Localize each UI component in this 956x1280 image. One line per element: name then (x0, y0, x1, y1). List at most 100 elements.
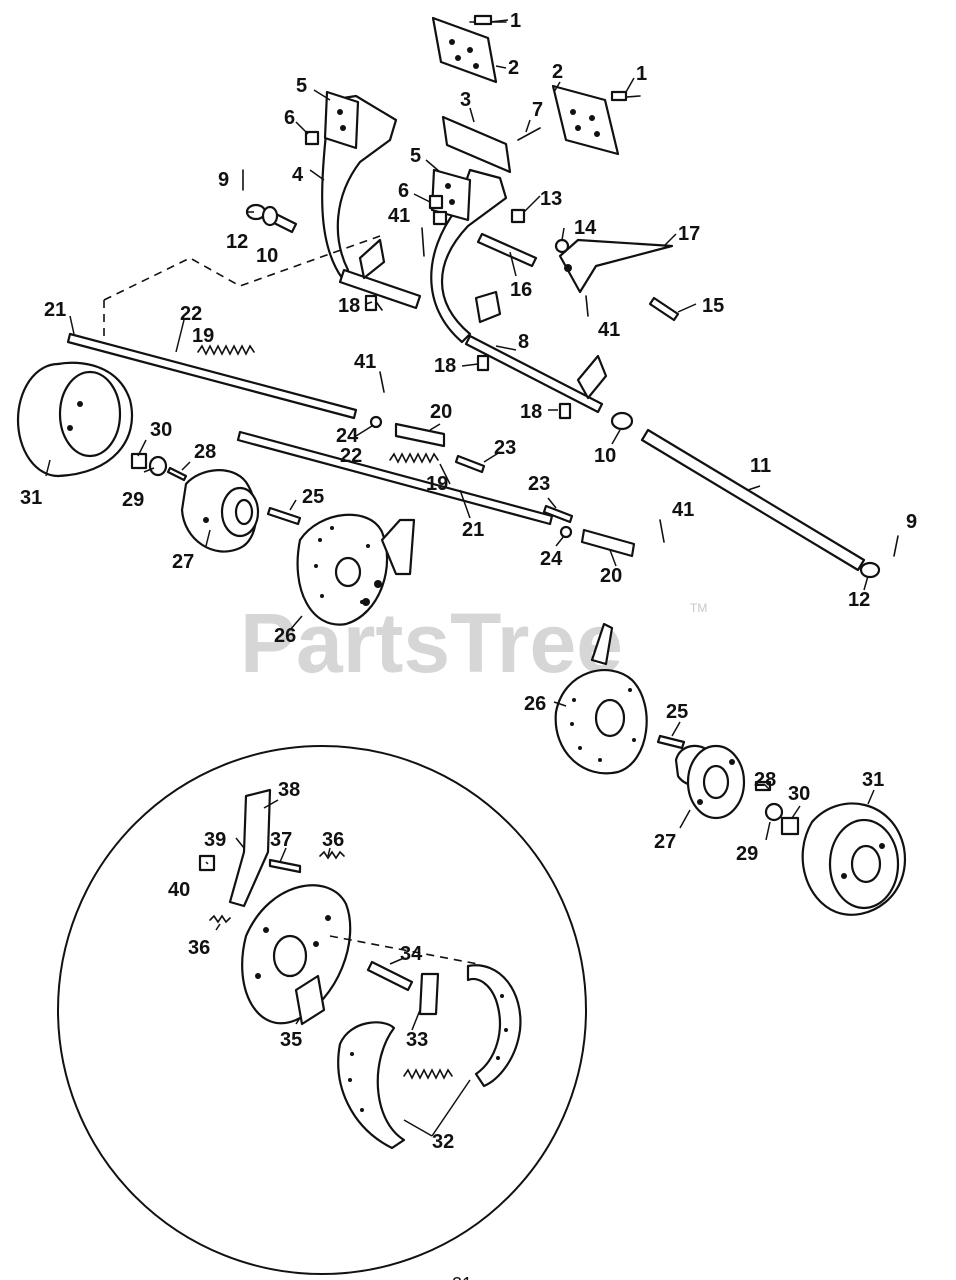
callout-41: 41 (598, 319, 620, 341)
callout-27: 27 (172, 551, 194, 573)
callout-32: 32 (432, 1131, 454, 1153)
callout-1: 1 (636, 63, 647, 85)
callout-15: 15 (702, 295, 724, 317)
callout-26: 26 (274, 625, 296, 647)
callout-18: 18 (434, 355, 456, 377)
callout-18: 18 (520, 401, 542, 423)
callout-38: 38 (278, 779, 300, 801)
bushing-10-right (610, 411, 634, 431)
shaft-11 (640, 428, 866, 572)
pedal-plate (441, 115, 512, 174)
callout-17: 17 (678, 223, 700, 245)
callout-18: 18 (338, 295, 360, 317)
spring-36-upper (319, 850, 345, 860)
key-28-left (166, 466, 188, 482)
bolt-15 (648, 296, 680, 322)
callout-39: 39 (204, 829, 226, 851)
callout-23: 23 (528, 473, 550, 495)
callout-27: 27 (654, 831, 676, 853)
callout-3: 3 (460, 89, 471, 111)
bolt-25-left (266, 506, 302, 526)
callout-25: 25 (302, 486, 324, 508)
pin-23-upper (454, 454, 486, 474)
pedal-pad-right (551, 84, 641, 156)
callout-28: 28 (194, 441, 216, 463)
callout-19: 19 (426, 473, 448, 495)
callout-41: 41 (354, 351, 376, 373)
shaft-16 (476, 232, 538, 268)
watermark-trademark: TM (690, 601, 707, 615)
rod-8 (464, 334, 604, 414)
nut-30-right (780, 816, 800, 836)
assembly-dashed-line (103, 235, 381, 301)
callout-29: 29 (122, 489, 144, 511)
callout-31: 31 (862, 769, 884, 791)
brake-rod-21-lower (236, 430, 554, 526)
callout-12: 12 (848, 589, 870, 611)
callout-2: 2 (508, 57, 519, 79)
callout-36: 36 (188, 937, 210, 959)
callout-33: 33 (406, 1029, 428, 1051)
callout-30: 30 (788, 783, 810, 805)
clip-24-lower (559, 525, 573, 539)
callout-41: 41 (388, 205, 410, 227)
callout-6: 6 (398, 180, 409, 202)
callout-11: 11 (750, 455, 771, 477)
callout-9: 9 (218, 169, 229, 191)
brake-rod-21-upper (66, 332, 358, 420)
callout-30: 30 (150, 419, 172, 441)
callout-9: 9 (906, 511, 917, 533)
callout-5: 5 (296, 75, 307, 97)
brake-assembly-26-right (554, 622, 648, 775)
callout-20: 20 (430, 401, 452, 423)
watermark-text: PartsTree (240, 596, 623, 690)
washer-29-right (764, 802, 784, 822)
callout-labels: 1 2 2 1 3 7 5 6 4 9 5 6 13 41 14 17 12 1… (20, 10, 917, 1153)
hub-27-right (674, 744, 746, 820)
callout-37: 37 (270, 829, 292, 851)
callout-16: 16 (510, 279, 532, 301)
callout-7: 7 (532, 99, 543, 121)
backing-plate-35 (241, 884, 352, 1026)
callout-10: 10 (256, 245, 278, 267)
pedal-pad-left (431, 14, 507, 84)
brake-drum-31-right (801, 802, 907, 916)
callout-19: 19 (192, 325, 214, 347)
callout-2: 2 (552, 61, 563, 83)
spring-19-upper (197, 344, 255, 356)
detail-circle (57, 745, 587, 1275)
callout-40: 40 (168, 879, 190, 901)
callout-4: 4 (292, 164, 304, 186)
washer-12-right (859, 561, 881, 579)
callout-10: 10 (594, 445, 616, 467)
callout-21: 21 (44, 299, 66, 321)
clevis-20-lower (580, 528, 636, 558)
nut-30-left (130, 452, 148, 470)
hub-27-left (180, 469, 260, 553)
callout-20: 20 (600, 565, 622, 587)
pedal-arm-left (321, 90, 422, 310)
spring-36-lower (209, 914, 231, 924)
callout-41: 41 (672, 499, 694, 521)
bushing-10-left (245, 203, 298, 234)
callout-23: 23 (494, 437, 516, 459)
brake-lever-38 (228, 788, 272, 908)
callout-26: 26 (524, 693, 546, 715)
callout-25: 25 (666, 701, 688, 723)
callout-5: 5 (410, 145, 421, 167)
brake-drum-31-left (16, 361, 133, 478)
brake-shoe-32 (337, 964, 522, 1150)
callout-29: 29 (736, 843, 758, 865)
shaft-34 (366, 960, 414, 992)
callout-24: 24 (336, 425, 359, 447)
leader-lines (45, 19, 875, 1137)
callout-12: 12 (226, 231, 248, 253)
page-number: 21 (452, 1274, 472, 1280)
pin-23-lower (542, 504, 574, 524)
bolt-25-right (656, 734, 686, 750)
callout-28: 28 (754, 769, 776, 791)
pin-37 (268, 858, 302, 874)
bracket-17 (558, 238, 674, 294)
brake-assembly-26-left (296, 513, 416, 626)
